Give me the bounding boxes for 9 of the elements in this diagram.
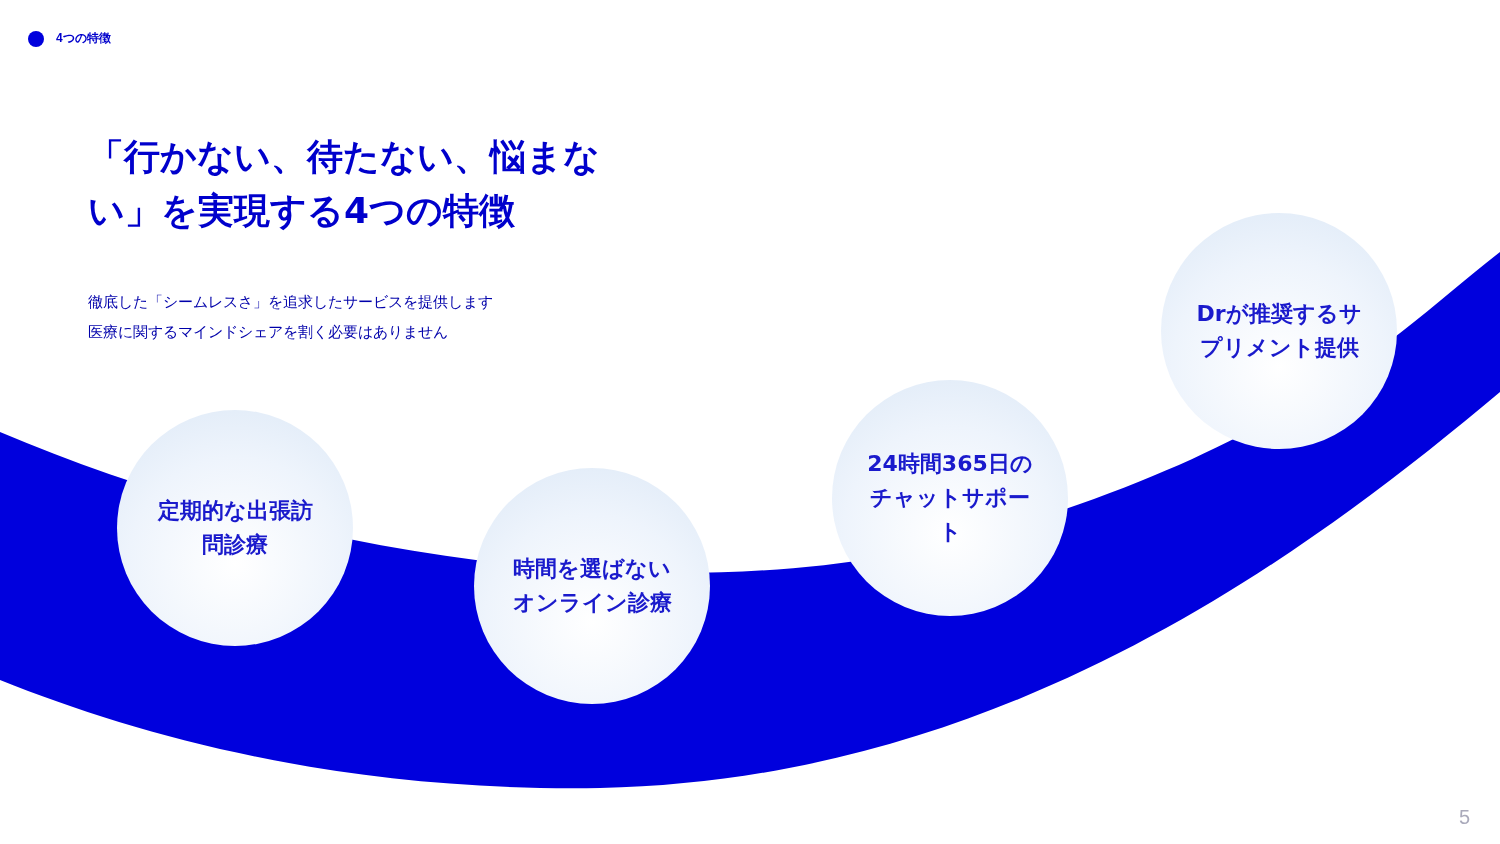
section-label: 4つの特徴 bbox=[56, 30, 111, 47]
body-text: 医療に関するマインドシェアを割く必要はありません bbox=[88, 323, 448, 342]
feature-text: 定期的な出張訪問診療 bbox=[156, 497, 314, 559]
body-text: 徹底した「シームレスさ」を追求したサービスを提供します bbox=[88, 293, 493, 312]
page-number: 5 bbox=[1458, 806, 1470, 829]
feature-text: 時間を選ばないオンライン診療 bbox=[511, 555, 673, 617]
slide-title: 「行かない、待たない、悩まない」を実現する4つの特徴 bbox=[88, 135, 601, 233]
feature-text: 24時間365日のチャットサポート bbox=[866, 450, 1034, 546]
feature-text: Drが推奨するサプリメント提供 bbox=[1195, 300, 1363, 362]
